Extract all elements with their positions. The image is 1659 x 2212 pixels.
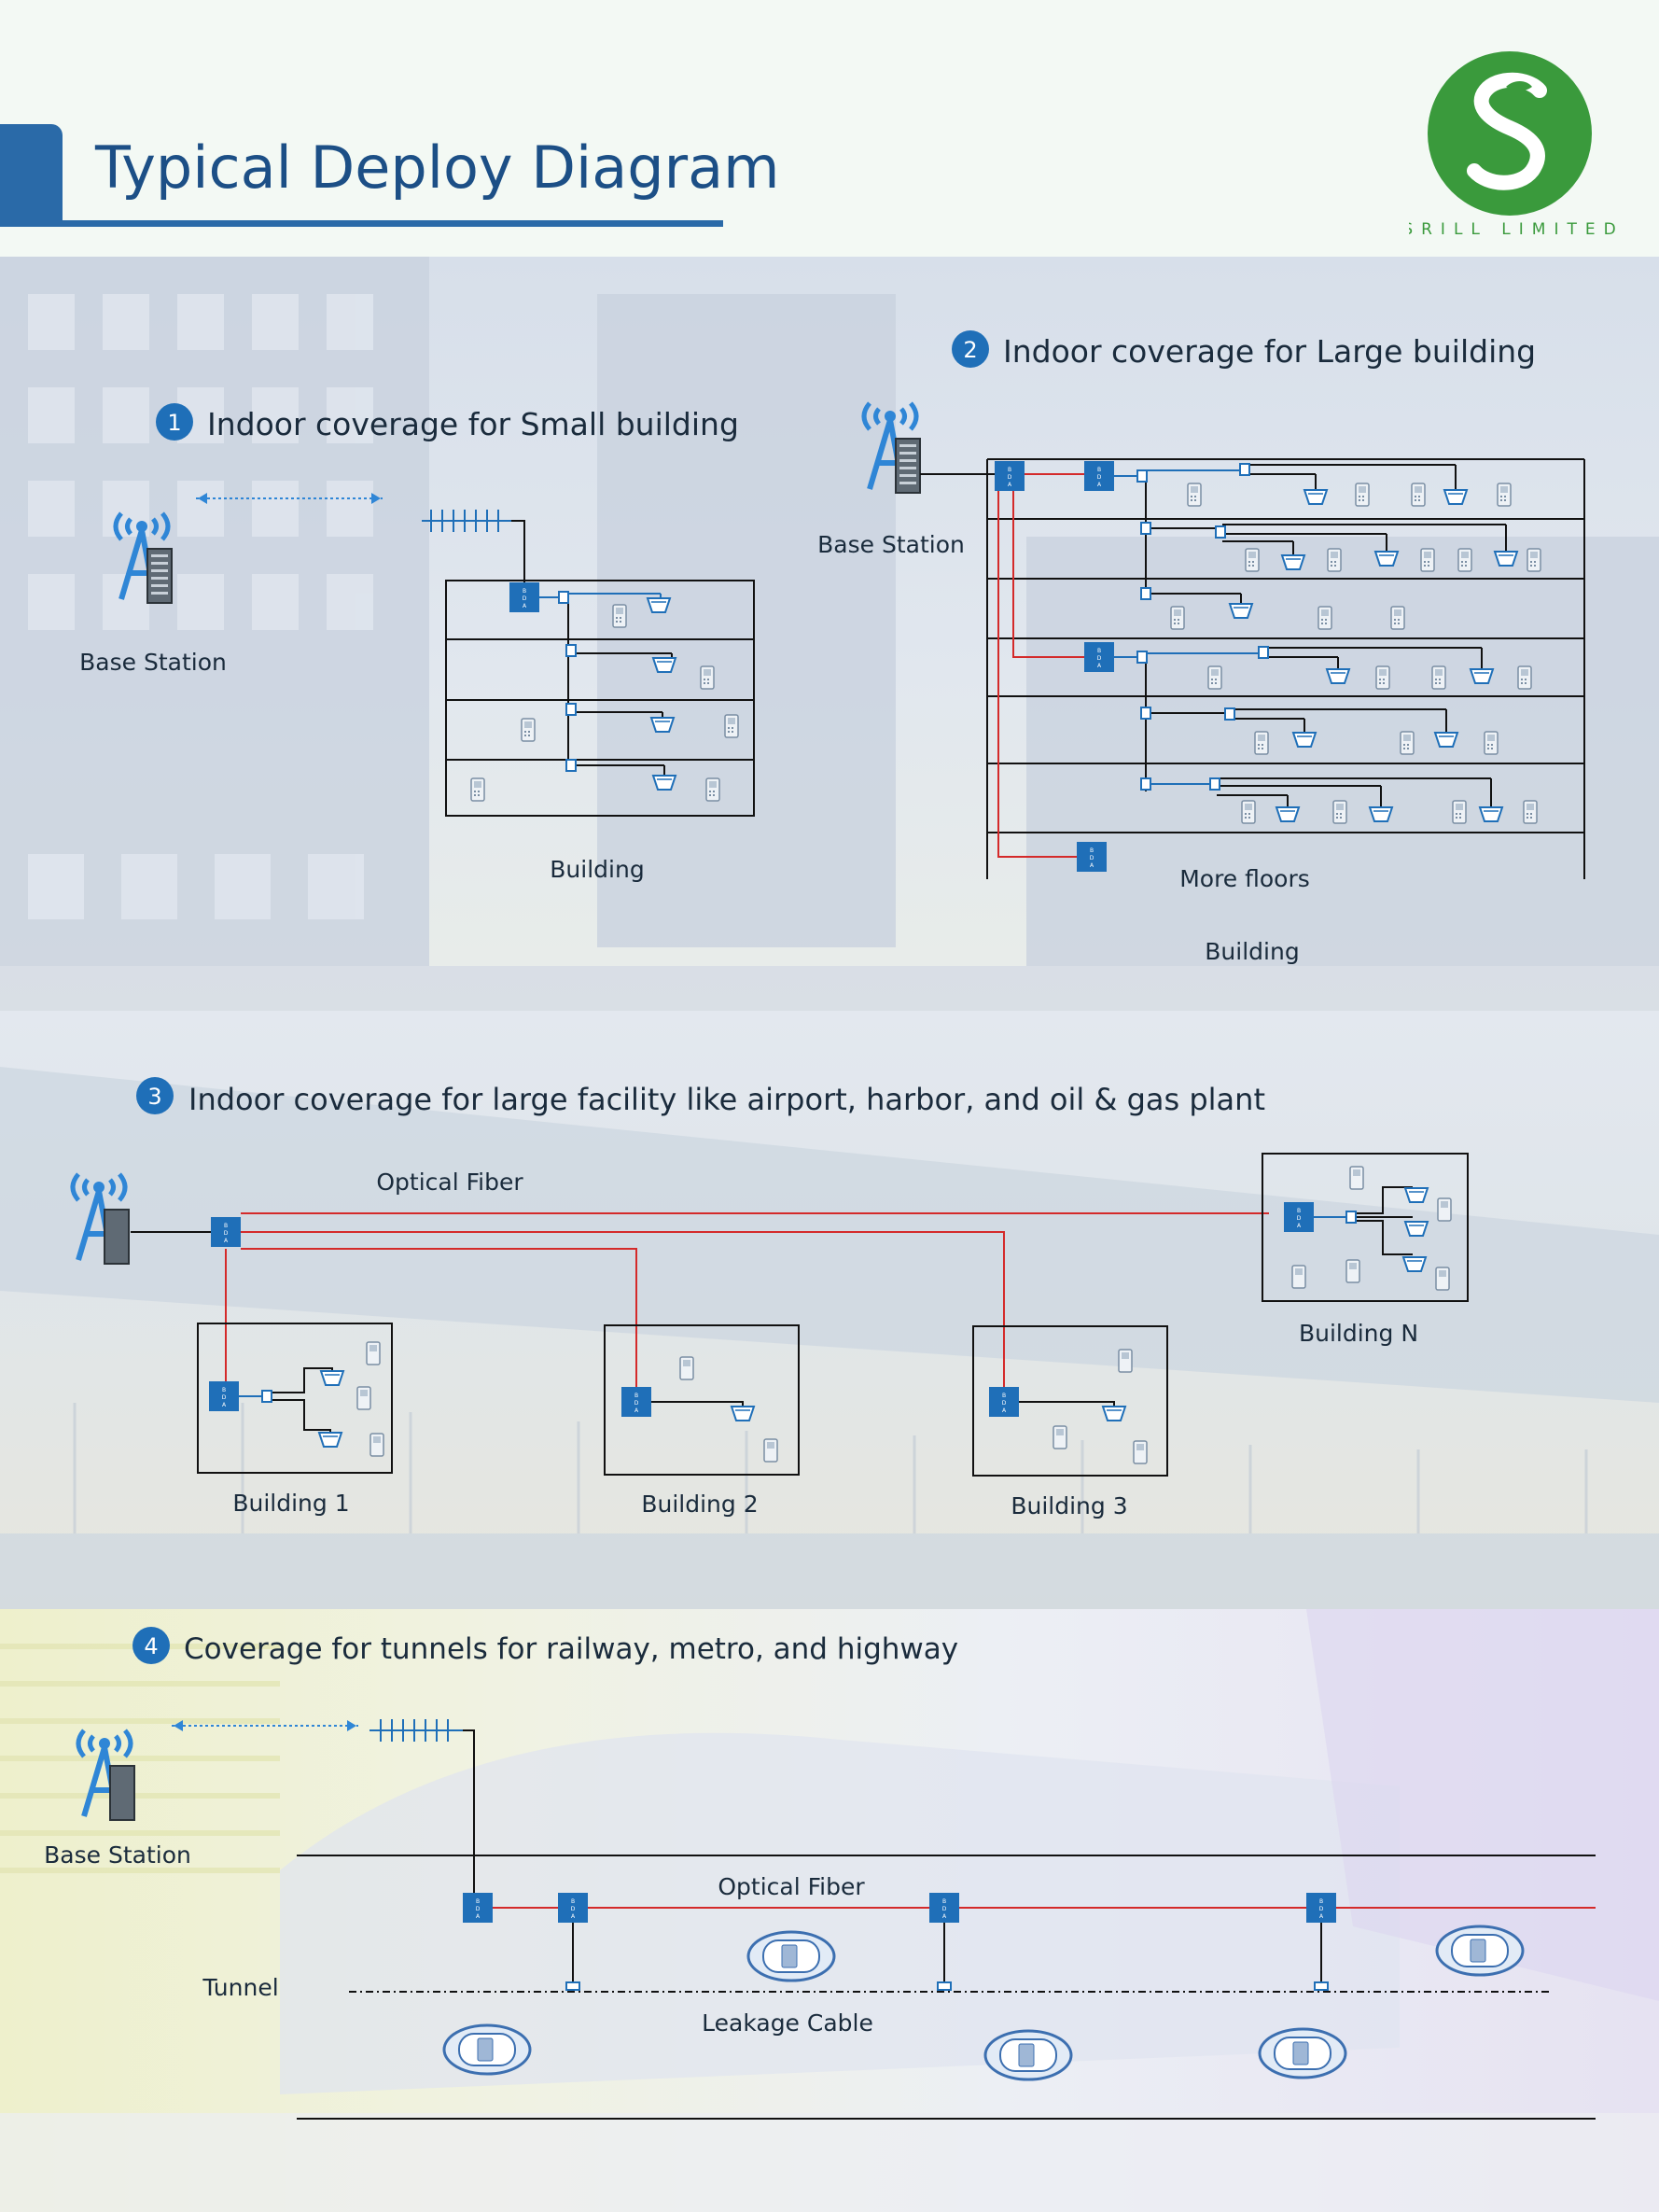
antenna-icon: [422, 510, 511, 532]
section-4-title: Coverage for tunnels for railway, metro,…: [184, 1632, 958, 1666]
building-n-label: Building N: [1299, 1320, 1418, 1347]
section-4-cable-label: Leakage Cable: [702, 2009, 873, 2037]
building-3-label: Building 3: [1011, 1492, 1127, 1519]
section-2: 2 Indoor coverage for Large building Bas…: [817, 330, 1585, 965]
section-1-building-label: Building: [550, 856, 644, 883]
section-4-base-station-label: Base Station: [44, 1841, 191, 1869]
svg-text:SRILL LIMITED: SRILL LIMITED: [1409, 220, 1619, 239]
bda-icon: [509, 582, 539, 612]
section-1-title: Indoor coverage for Small building: [207, 406, 739, 442]
bda-icon: [463, 1893, 493, 1923]
facility-panel: BDA 3 Indoor coverage for large facility…: [0, 1011, 1659, 1609]
base-station-icon: [116, 513, 172, 603]
building-1-label: Building 1: [232, 1490, 349, 1517]
bda-icon: [211, 1217, 241, 1247]
airport-background: [0, 1067, 1659, 1609]
optical-fiber-lines: [225, 1212, 1269, 1387]
title-underline: [0, 220, 723, 227]
section-3-fiber-label: Optical Fiber: [376, 1169, 523, 1196]
large-building-outline: [986, 458, 1585, 879]
facility-diagram: BDA 3 Indoor coverage for large facility…: [0, 1077, 1469, 1519]
section-2-building-label: Building: [1205, 938, 1299, 965]
small-building-outline: [445, 580, 755, 817]
section-1: 1 Indoor coverage for Small building Bas…: [79, 403, 755, 883]
car-icon: [746, 1930, 836, 1982]
header: [0, 0, 1659, 257]
section-2-base-station-label: Base Station: [817, 531, 965, 558]
city-background: [0, 257, 1659, 1011]
srill-logo: SRILL LIMITED: [1409, 51, 1619, 239]
antenna-icon: [369, 1719, 463, 1742]
section-3-title: Indoor coverage for large facility like …: [188, 1082, 1265, 1117]
base-station-icon: [78, 1730, 134, 1820]
section-2-number: 2: [963, 337, 977, 363]
section-2-more-floors-label: More floors: [1179, 865, 1310, 892]
section-4-tunnel-label: Tunnel: [202, 1974, 278, 2001]
section-4: 4 Coverage for tunnels for railway, metr…: [44, 1627, 1596, 2120]
building-2-label: Building 2: [641, 1491, 758, 1518]
buildings-diagram: BDA 1 Indoor coverage for Small building…: [79, 330, 1585, 965]
section-2-title: Indoor coverage for Large building: [1003, 333, 1536, 370]
section-3: 3 Indoor coverage for large facility lik…: [73, 1077, 1469, 1519]
section-4-fiber-label: Optical Fiber: [718, 1873, 865, 1900]
section-4-number: 4: [144, 1633, 158, 1659]
train-background: [0, 1609, 1659, 2212]
base-station-icon: [864, 403, 920, 493]
buildings-panel: BDA 1 Indoor coverage for Small building…: [0, 257, 1659, 1011]
tunnel-panel: BDA 4 Coverage for tunnels for railway, …: [0, 1609, 1659, 2212]
section-1-number: 1: [167, 410, 181, 436]
title-accent-tab: [0, 124, 63, 227]
section-1-base-station-label: Base Station: [79, 649, 227, 676]
base-station-icon: [73, 1174, 129, 1264]
page-title: Typical Deploy Diagram: [95, 133, 780, 202]
section-3-number: 3: [147, 1084, 161, 1110]
tunnel-diagram: BDA 4 Coverage for tunnels for railway, …: [44, 1627, 1596, 2120]
